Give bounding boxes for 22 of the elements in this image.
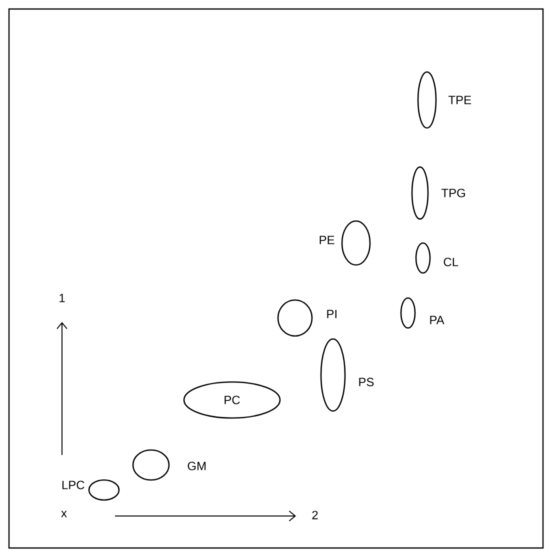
spot	[88, 479, 120, 501]
axis-label: x	[61, 510, 67, 518]
spot-label: TPG	[441, 188, 465, 198]
spot	[277, 299, 313, 337]
spot	[320, 338, 346, 412]
spot	[341, 220, 371, 266]
spot-label: TPE	[448, 96, 472, 104]
spot	[415, 242, 431, 274]
labeled-spot: PC	[183, 381, 281, 419]
spot-label: PE	[320, 236, 334, 244]
spot-label: PS	[359, 378, 374, 386]
spot	[417, 71, 437, 129]
spot	[132, 449, 170, 481]
spot-label: PA	[430, 316, 444, 324]
spot-label: PI	[327, 310, 336, 318]
axis-label: 2	[312, 510, 318, 520]
spot	[411, 166, 429, 220]
axis-label: 1	[60, 294, 65, 302]
spot-label: CL	[444, 258, 458, 266]
spot-label: GM	[188, 462, 206, 470]
spot-label: LPC	[62, 480, 84, 490]
spot	[400, 297, 416, 329]
